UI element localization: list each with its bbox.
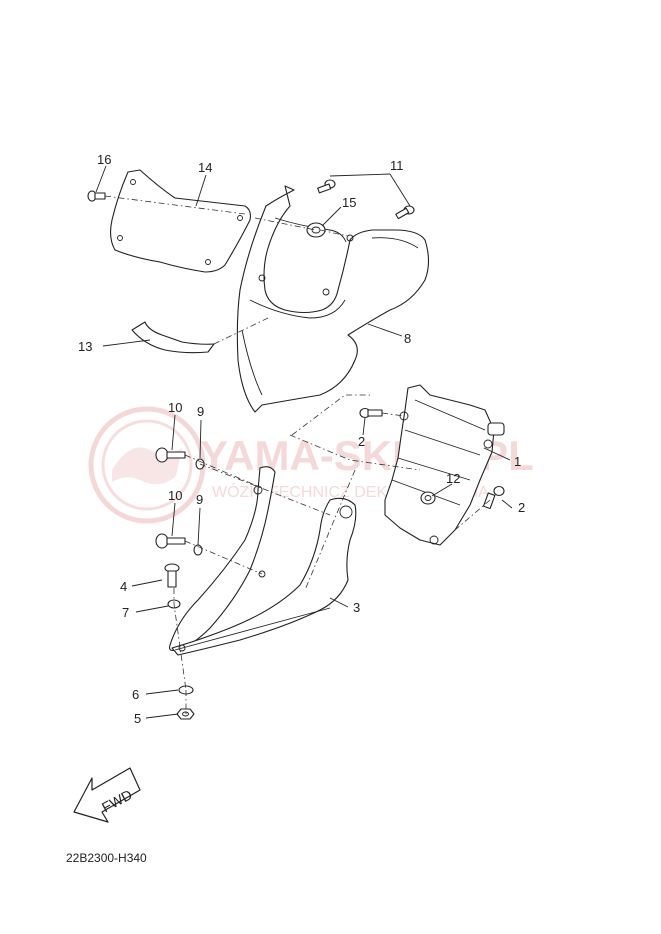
callout-14: 14 bbox=[198, 160, 212, 175]
callout-13: 13 bbox=[78, 339, 92, 354]
callout-6: 6 bbox=[132, 687, 139, 702]
part-10-screws bbox=[155, 447, 186, 549]
part-3-lower-cowl bbox=[169, 466, 357, 656]
part-16-screw bbox=[87, 190, 106, 202]
callout-7: 7 bbox=[122, 605, 129, 620]
part-8-headlight-cover bbox=[236, 185, 430, 413]
callout-5: 5 bbox=[134, 711, 141, 726]
callout-9b: 9 bbox=[196, 492, 203, 507]
callout-16: 16 bbox=[97, 152, 111, 167]
part-11-screws bbox=[317, 179, 415, 220]
callout-10a: 10 bbox=[168, 400, 182, 415]
callout-11: 11 bbox=[390, 158, 404, 173]
callout-2a: 2 bbox=[358, 434, 365, 449]
callout-9a: 9 bbox=[197, 404, 204, 419]
callout-12: 12 bbox=[446, 471, 460, 486]
part-13-bracket bbox=[131, 321, 215, 354]
fwd-arrow-icon: FWD bbox=[73, 767, 141, 823]
part-5-nut bbox=[176, 708, 195, 720]
part-12-grommet bbox=[420, 491, 436, 505]
watermark-logo bbox=[88, 406, 206, 524]
part-1-stay bbox=[384, 384, 505, 546]
callout-3: 3 bbox=[353, 600, 360, 615]
assembly-lines bbox=[104, 195, 491, 714]
callout-1: 1 bbox=[514, 454, 521, 469]
callouts: 16 14 11 15 8 13 10 9 2 1 12 10 9 2 4 3 … bbox=[78, 152, 525, 726]
leader-lines bbox=[95, 165, 513, 719]
part-15-grommet bbox=[306, 222, 326, 238]
diagram-code: 22B2300-H340 bbox=[66, 851, 147, 865]
callout-8: 8 bbox=[404, 331, 411, 346]
callout-4: 4 bbox=[120, 579, 127, 594]
callout-15: 15 bbox=[342, 195, 356, 210]
callout-2b: 2 bbox=[518, 500, 525, 515]
callout-10b: 10 bbox=[168, 488, 182, 503]
part-4-bolt bbox=[164, 563, 180, 588]
part-14-panel bbox=[109, 169, 251, 273]
